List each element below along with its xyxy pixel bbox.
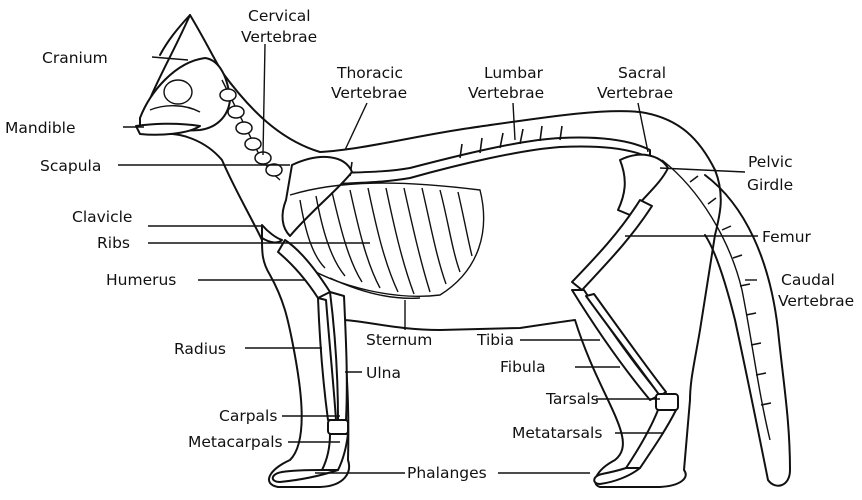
label-mandible: Mandible [5,119,76,137]
ear-outline [160,15,190,55]
label-metacarpals: Metacarpals [188,433,283,451]
label-sacral-vertebrae-1: Sacral [618,64,666,82]
label-ribs: Ribs [97,234,130,252]
label-thoracic-vertebrae-1: Thoracic [336,64,403,82]
label-lumbar-vertebrae-2: Vertebrae [468,84,544,102]
label-thoracic-vertebrae-2: Vertebrae [331,84,407,102]
caudal-segments [690,176,771,405]
humerus-bone [278,240,330,298]
label-sacral-vertebrae-2: Vertebrae [597,84,673,102]
label-ulna: Ulna [366,364,401,382]
label-metatarsals: Metatarsals [512,424,602,442]
label-pelvic-girdle-1: Pelvic [748,153,793,171]
tibia-bone [572,290,660,400]
label-tibia: Tibia [476,331,514,349]
metatarsals-bone [626,410,676,468]
label-cervical-vertebrae-2: Vertebrae [241,28,317,46]
label-cervical-vertebrae-1: Cervical [248,7,311,25]
carpals-bone [328,420,348,434]
label-radius: Radius [174,340,226,358]
label-scapula: Scapula [40,157,101,175]
label-fibula: Fibula [500,358,546,376]
forelimb [273,240,348,482]
scapula-bone [283,157,352,236]
metacarpals-bone [322,434,348,470]
label-pelvic-girdle-2: Girdle [747,176,793,194]
label-clavicle: Clavicle [72,208,132,226]
skull [136,58,230,135]
label-phalanges: Phalanges [407,464,487,482]
label-carpals: Carpals [219,407,277,425]
label-lumbar-vertebrae-1: Lumbar [484,64,544,82]
label-caudal-vertebrae-1: Caudal [781,271,835,289]
ribs-bones [300,188,472,294]
label-femur: Femur [762,228,812,246]
clavicle-bone [262,225,282,242]
label-cranium: Cranium [42,49,108,67]
label-humerus: Humerus [106,271,176,289]
tarsals-bone [656,394,678,410]
label-caudal-vertebrae-2: Vertebrae [778,292,854,310]
label-tarsals: Tarsals [545,390,599,408]
label-sternum: Sternum [366,331,432,349]
femur-bone [572,200,652,290]
forepaw-phalanges [273,470,338,482]
